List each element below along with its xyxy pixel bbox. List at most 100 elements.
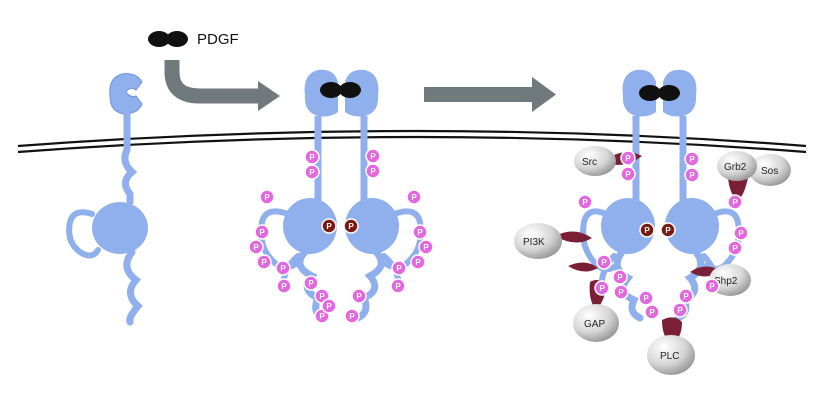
svg-text:P: P — [677, 306, 683, 315]
effector-shp2: Shp2 — [690, 264, 751, 296]
sos-label: Sos — [761, 166, 778, 177]
kinase-phospho-marker: P — [639, 222, 655, 238]
effector-pi3k: PI3K — [514, 223, 598, 272]
svg-text:P: P — [309, 153, 315, 162]
phosphotyrosine-marker: P — [620, 166, 636, 182]
receptor-dimer-active — [580, 69, 742, 322]
phosphotyrosine-marker: P — [248, 239, 264, 255]
phosphotyrosine-marker: P — [678, 288, 694, 304]
svg-text:P: P — [423, 243, 429, 252]
svg-text:P: P — [370, 152, 376, 161]
svg-text:P: P — [618, 288, 624, 297]
kinase-phospho-marker: P — [343, 218, 359, 234]
svg-text:P: P — [643, 294, 649, 303]
phosphotyrosine-marker: P — [577, 194, 593, 210]
phosphotyrosine-marker: P — [412, 224, 428, 240]
svg-text:P: P — [625, 170, 631, 179]
svg-text:P: P — [356, 292, 362, 301]
phosphotyrosine-marker: P — [365, 163, 381, 179]
svg-text:P: P — [644, 226, 650, 235]
phosphotyrosine-marker: P — [256, 254, 272, 270]
pdgf-ligand-icon — [148, 31, 188, 47]
receptor-dimer — [258, 69, 424, 322]
svg-text:P: P — [709, 282, 715, 291]
phosphotyrosine-marker: P — [304, 164, 320, 180]
plc-label: PLC — [660, 351, 679, 362]
svg-text:P: P — [281, 282, 287, 291]
svg-text:P: P — [261, 258, 267, 267]
phosphotyrosine-marker: P — [596, 254, 612, 270]
phosphotyrosine-marker: P — [365, 148, 381, 164]
svg-text:P: P — [601, 258, 607, 267]
phosphotyrosine-marker: P — [727, 240, 743, 256]
pi3k-label: PI3K — [523, 237, 545, 248]
svg-text:P: P — [396, 264, 402, 273]
svg-text:P: P — [326, 302, 332, 311]
phosphotyrosine-marker: P — [321, 298, 337, 314]
svg-text:P: P — [370, 167, 376, 176]
svg-text:P: P — [319, 292, 325, 301]
pdgf-label: PDGF — [197, 31, 239, 48]
phosphotyrosine-marker: P — [351, 288, 367, 304]
phosphotyrosine-marker: P — [620, 150, 636, 166]
svg-text:P: P — [617, 273, 623, 282]
svg-text:P: P — [732, 244, 738, 253]
phosphotyrosine-marker: P — [613, 284, 629, 300]
kinase-phospho-marker: P — [660, 222, 676, 238]
effector-grb2-sos: Grb2 Sos — [717, 151, 791, 200]
phosphotyrosine-marker: P — [644, 304, 660, 320]
grb2-label: Grb2 — [724, 162, 747, 173]
phosphotyrosine-marker: P — [259, 189, 275, 205]
svg-text:P: P — [326, 222, 332, 231]
svg-text:P: P — [349, 312, 355, 321]
svg-text:P: P — [732, 198, 738, 207]
svg-text:P: P — [264, 193, 270, 202]
phosphotyrosine-marker: P — [612, 269, 628, 285]
activation-arrow — [424, 77, 556, 112]
phosphotyrosine-marker: P — [410, 254, 426, 270]
svg-text:P: P — [689, 155, 695, 164]
phosphotyrosine-marker: P — [275, 260, 291, 276]
phosphotyrosine-marker: P — [304, 149, 320, 165]
svg-text:P: P — [411, 193, 417, 202]
svg-text:P: P — [309, 168, 315, 177]
phosphotyrosine-marker: P — [390, 278, 406, 294]
svg-text:P: P — [683, 292, 689, 301]
phosphotyrosine-marker: P — [733, 225, 749, 241]
binding-arrow — [164, 60, 280, 111]
phosphotyrosine-marker: P — [254, 224, 270, 240]
svg-text:P: P — [308, 279, 314, 288]
svg-text:P: P — [665, 226, 671, 235]
phosphotyrosine-marker: P — [727, 194, 743, 210]
gap-label: GAP — [584, 319, 605, 330]
svg-text:P: P — [625, 154, 631, 163]
svg-text:P: P — [738, 229, 744, 238]
plasma-membrane — [17, 129, 807, 154]
phosphotyrosine-marker: P — [418, 239, 434, 255]
svg-text:P: P — [259, 228, 265, 237]
phosphotyrosine-marker: P — [684, 167, 700, 183]
effector-plc: PLC — [647, 317, 695, 375]
phosphotyrosine-marker: P — [594, 280, 610, 296]
svg-text:P: P — [319, 312, 325, 321]
phosphotyrosine-marker: P — [344, 308, 360, 324]
phosphotyrosine-marker: P — [704, 278, 720, 294]
svg-text:P: P — [417, 228, 423, 237]
svg-text:P: P — [395, 282, 401, 291]
svg-text:P: P — [582, 198, 588, 207]
src-label: Src — [582, 157, 597, 168]
phosphotyrosine-marker: P — [406, 189, 422, 205]
svg-text:P: P — [649, 308, 655, 317]
phosphotyrosine-marker: P — [672, 302, 688, 318]
receptor-monomer — [66, 73, 148, 326]
phosphotyrosine-marker: P — [391, 260, 407, 276]
svg-text:P: P — [689, 171, 695, 180]
phosphotyrosine-marker: P — [684, 151, 700, 167]
svg-text:P: P — [348, 222, 354, 231]
shp2-label: Shp2 — [714, 276, 738, 287]
svg-text:P: P — [253, 243, 259, 252]
phosphotyrosine-marker: P — [303, 275, 319, 291]
